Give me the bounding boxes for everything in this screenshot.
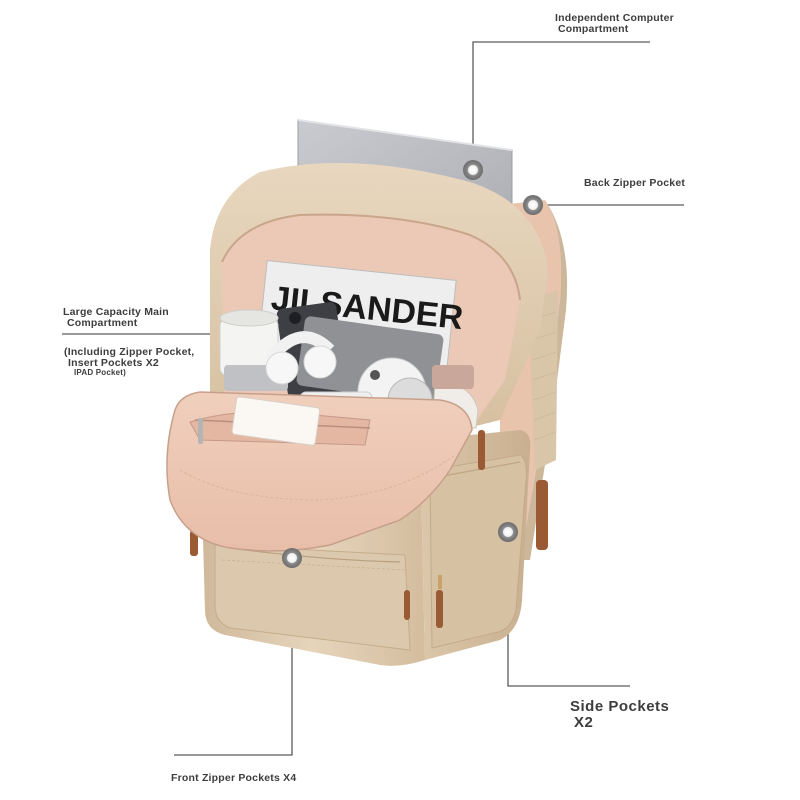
label-details-line2: Insert Pockets X2: [68, 357, 159, 370]
headphones: [265, 331, 337, 385]
label-front-zipper-pockets: Front Zipper Pockets X4: [171, 772, 297, 784]
label-computer-compartment: Independent Computer Compartment: [555, 12, 674, 36]
marker-back-pocket: [523, 195, 543, 215]
label-details-line3: IPAD Pocket): [74, 368, 127, 378]
marker-side: [498, 522, 518, 542]
front-flap: [166, 391, 473, 552]
label-side-pockets: Side Pockets X2: [570, 699, 669, 731]
label-computer-line1: Independent Computer: [555, 12, 674, 24]
label-main-line2: Compartment: [67, 317, 138, 330]
label-details-line1: (Including Zipper Pocket,: [64, 346, 195, 358]
label-main-line1: Large Capacity Main: [63, 306, 169, 318]
label-main-details: (Including Zipper Pocket, Insert Pockets…: [64, 346, 195, 378]
label-side-line2: X2: [574, 713, 594, 731]
bag-contents: JILSANDER: [219, 259, 479, 429]
marker-dots: [282, 160, 543, 568]
zipper-pull: [436, 590, 443, 628]
marker-front: [282, 548, 302, 568]
label-side-line1: Side Pockets: [570, 698, 670, 715]
label-computer-line2: Compartment: [558, 23, 629, 36]
label-back-zipper-pocket: Back Zipper Pocket: [584, 177, 686, 189]
marker-computer: [463, 160, 483, 180]
leader-line-computer: [472, 41, 650, 170]
label-main-compartment: Large Capacity Main Compartment: [63, 306, 169, 330]
